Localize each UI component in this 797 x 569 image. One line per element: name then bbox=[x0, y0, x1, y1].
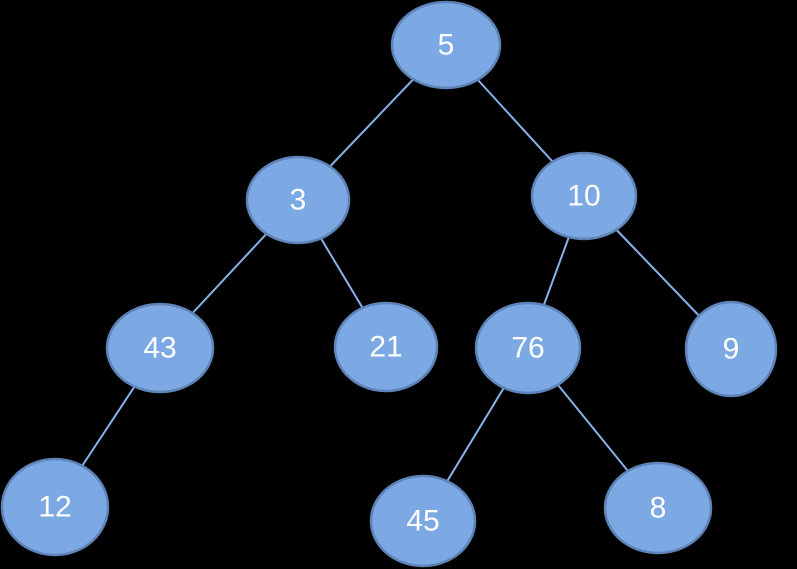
tree-node-ellipse-10 bbox=[530, 151, 638, 241]
tree-node-10: 10 bbox=[530, 151, 638, 241]
tree-node-8: 8 bbox=[603, 461, 713, 555]
tree-node-45: 45 bbox=[369, 474, 477, 568]
tree-node-43: 43 bbox=[105, 302, 215, 394]
tree-node-3: 3 bbox=[245, 155, 351, 245]
tree-node-ellipse-5 bbox=[390, 0, 502, 90]
tree-node-12: 12 bbox=[0, 457, 110, 557]
tree-node-ellipse-9 bbox=[684, 300, 778, 398]
tree-node-label-10: 10 bbox=[567, 180, 600, 213]
tree-node-ellipse-45 bbox=[369, 474, 477, 568]
tree-node-5: 5 bbox=[390, 0, 502, 90]
tree-node-label-43: 43 bbox=[143, 332, 176, 365]
tree-node-label-9: 9 bbox=[723, 333, 740, 366]
tree-node-ellipse-3 bbox=[245, 155, 351, 245]
tree-node-21: 21 bbox=[333, 301, 439, 393]
tree-node-ellipse-12 bbox=[0, 457, 110, 557]
tree-edges bbox=[54, 44, 732, 522]
tree-node-label-12: 12 bbox=[38, 491, 71, 524]
tree-node-9: 9 bbox=[684, 300, 778, 398]
tree-node-label-3: 3 bbox=[290, 184, 307, 217]
tree-node-label-76: 76 bbox=[511, 332, 544, 365]
tree-node-ellipse-21 bbox=[333, 301, 439, 393]
tree-node-ellipse-8 bbox=[603, 461, 713, 555]
tree-node-ellipse-43 bbox=[105, 302, 215, 394]
tree-node-label-21: 21 bbox=[369, 331, 402, 364]
tree-node-label-45: 45 bbox=[406, 505, 439, 538]
tree-node-76: 76 bbox=[474, 301, 582, 395]
tree-node-ellipse-76 bbox=[474, 301, 582, 395]
tree-nodes: 5 3 10 43 21 76 9 12 45 8 bbox=[0, 0, 778, 568]
tree-node-label-5: 5 bbox=[438, 29, 455, 62]
tree-node-label-8: 8 bbox=[650, 492, 667, 525]
